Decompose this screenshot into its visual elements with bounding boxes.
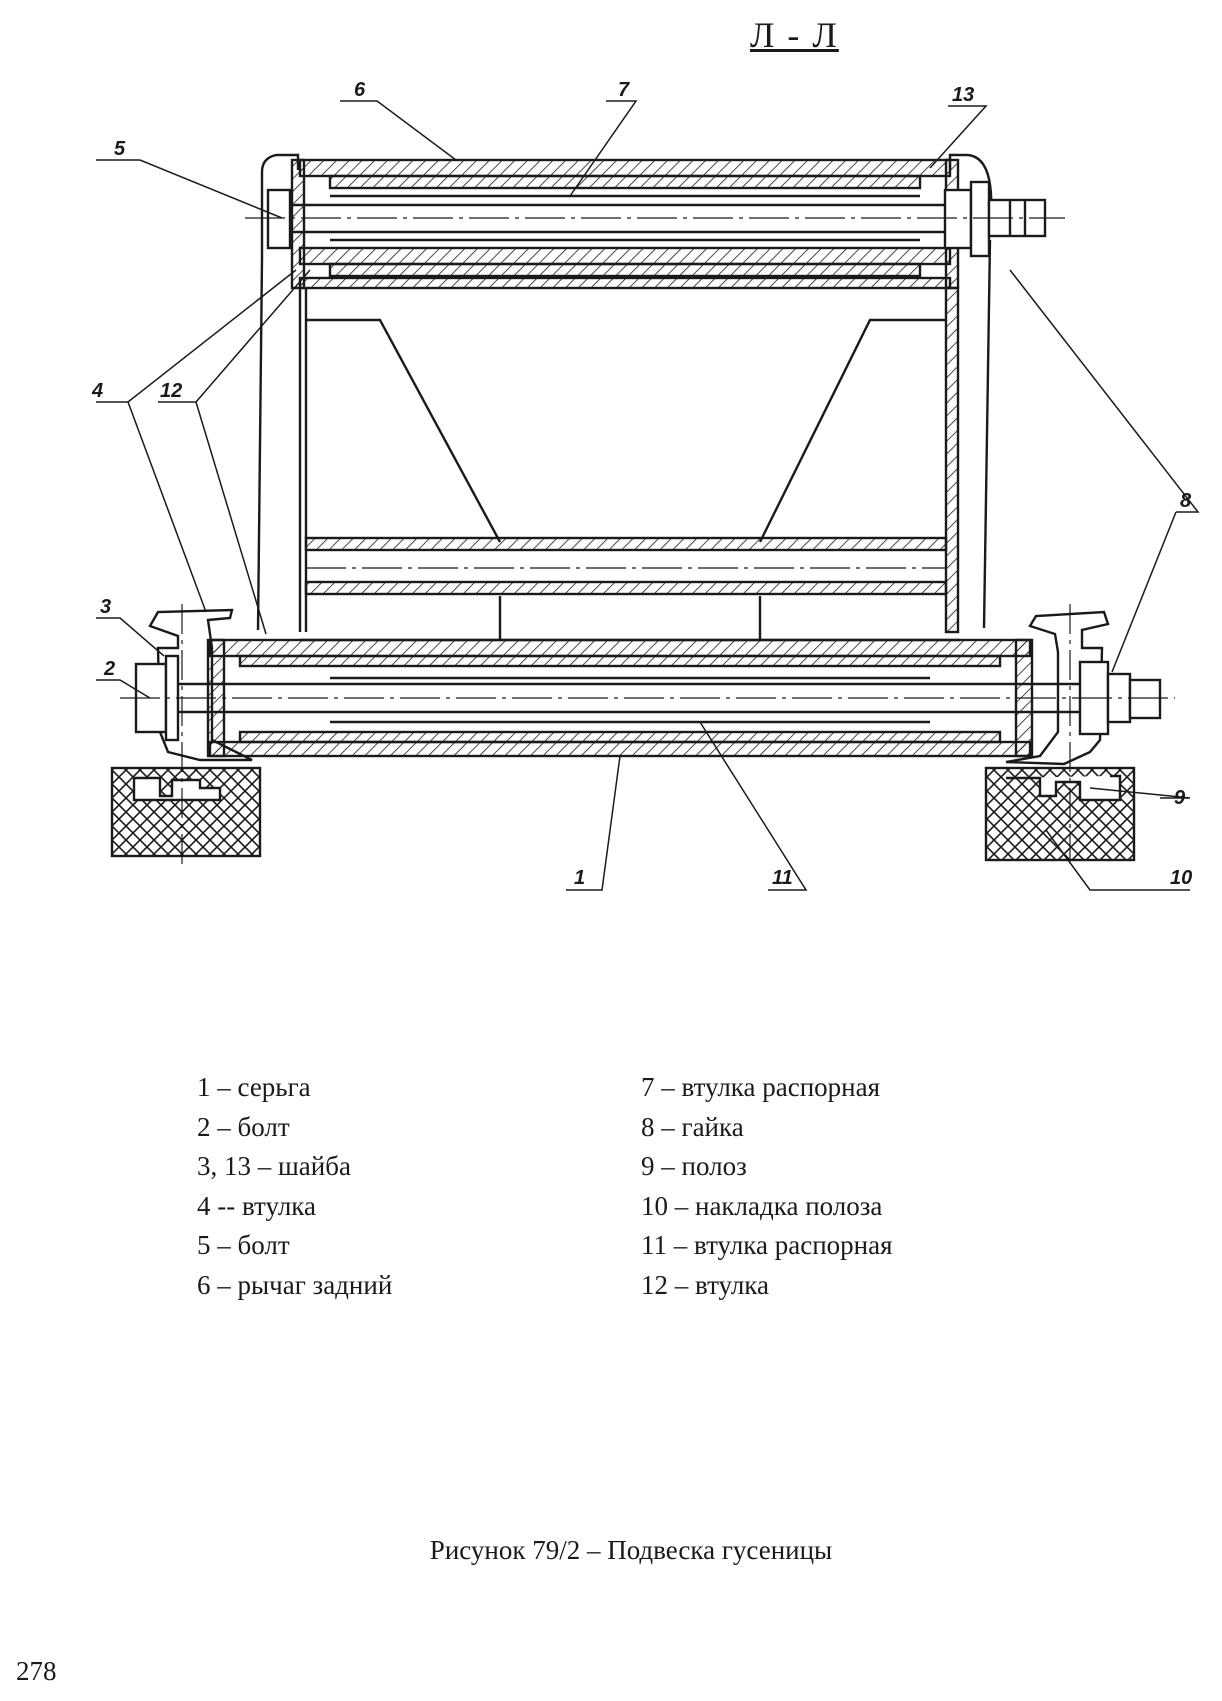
legend-item: 5 – болт [197, 1230, 290, 1260]
leader-3 [96, 617, 165, 657]
callout-8: 8 [1180, 490, 1192, 512]
legend-item: 10 – накладка полоза [641, 1190, 883, 1221]
callout-13: 13 [952, 84, 974, 106]
shackle-top [208, 638, 1032, 658]
callout-12: 12 [160, 380, 182, 402]
leader-6 [340, 100, 457, 161]
callout-4: 4 [91, 380, 103, 402]
upper-assembly [245, 153, 1065, 642]
nut-upper [943, 188, 973, 250]
callout-2: 2 [103, 658, 115, 680]
technical-drawing: 6 7 13 5 4 12 8 3 2 9 10 1 11 [91, 79, 1200, 891]
rear-lever [260, 153, 300, 258]
page-number: 278 [16, 1656, 57, 1686]
leader-1 [566, 755, 621, 891]
figure-caption: Рисунок 79/2 – Подвеска гусеницы [429, 1535, 833, 1565]
leader-4 [96, 269, 297, 613]
legend-left: 1 – серьга 2 – болт 3, 13 – шайба 4 -- в… [197, 1068, 392, 1305]
legend-item: 9 – полоз [641, 1151, 747, 1181]
leader-12 [158, 269, 311, 635]
leader-8 [1009, 269, 1200, 673]
leader-10 [1045, 829, 1190, 891]
legend-item: 8 – гайка [641, 1111, 744, 1142]
callout-5: 5 [114, 138, 126, 160]
callout-9: 9 [1174, 787, 1186, 809]
callout-6: 6 [354, 79, 366, 101]
bolt-upper-head [266, 188, 292, 250]
leader-5 [96, 159, 283, 219]
legend-item: 11 – втулка распорная [641, 1230, 893, 1260]
leader-13 [929, 105, 988, 169]
leader-2 [96, 679, 151, 699]
legend-item: 4 -- втулка [197, 1190, 316, 1221]
lower-assembly [110, 604, 1175, 870]
legend-item: 3, 13 – шайба [197, 1151, 351, 1181]
housing-top [298, 158, 952, 178]
callout-10: 10 [1170, 867, 1192, 889]
legend-item: 1 – серьга [197, 1072, 311, 1102]
legend-item: 12 – втулка [641, 1269, 769, 1300]
leader-9 [1089, 787, 1191, 799]
legend-item: 6 – рычаг задний [197, 1269, 393, 1300]
callout-11: 11 [772, 867, 793, 889]
housing-bottom [298, 246, 952, 266]
callout-7: 7 [618, 79, 630, 101]
callout-1: 1 [574, 867, 585, 889]
section-label: Л - Л [750, 15, 839, 55]
callout-3: 3 [100, 596, 111, 618]
legend-item: 7 – втулка распорная [641, 1072, 881, 1102]
shackle-bottom [208, 740, 1032, 758]
legend-item: 2 – болт [197, 1111, 290, 1142]
leader-7 [569, 100, 638, 197]
leader-11 [699, 721, 808, 891]
legend-right: 7 – втулка распорная 8 – гайка 9 – полоз… [641, 1068, 893, 1305]
